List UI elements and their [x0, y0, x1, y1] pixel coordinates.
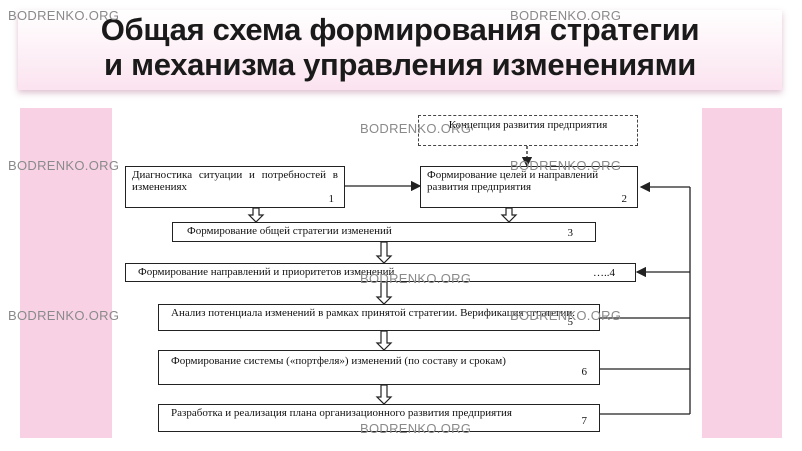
- watermark: BODRENKO.ORG: [510, 308, 622, 323]
- watermark: BODRENKO.ORG: [8, 8, 120, 23]
- watermark: BODRENKO.ORG: [360, 121, 472, 136]
- pink-panel-right: [700, 108, 782, 438]
- box-portfolio-number: 6: [581, 366, 588, 378]
- watermark: BODRENKO.ORG: [510, 8, 622, 23]
- watermark: BODRENKO.ORG: [360, 421, 472, 436]
- watermark: BODRENKO.ORG: [8, 158, 120, 173]
- box-priorities: Формирование направлений и приоритетов и…: [125, 263, 636, 282]
- page-title: Общая схема формирования стратегии и мех…: [18, 12, 782, 82]
- hollow-arrow-1-3: [247, 207, 265, 223]
- box-concept: Концепция развития предприятия: [418, 115, 638, 146]
- box-diagnostics-number: 1: [328, 193, 335, 205]
- box-portfolio: Формирование системы («портфеля») измене…: [158, 350, 600, 385]
- hollow-arrow-3-4: [375, 241, 393, 264]
- box-goals: Формирование целей и направлений развити…: [420, 166, 638, 208]
- box-diagnostics-text: Диагностика ситуации и потребностей в из…: [132, 169, 338, 193]
- hollow-arrow-6-7: [375, 384, 393, 405]
- box-analysis-number: 5: [567, 316, 574, 328]
- box-plan: Разработка и реализация плана организаци…: [158, 404, 600, 432]
- box-priorities-text: Формирование направлений и приоритетов и…: [138, 266, 395, 278]
- watermark: BODRENKO.ORG: [510, 158, 622, 173]
- hollow-arrow-2-3: [500, 207, 518, 223]
- box-plan-text: Разработка и реализация плана организаци…: [171, 407, 512, 419]
- box-analysis-text: Анализ потенциала изменений в рамках при…: [171, 307, 575, 319]
- title-line-2: и механизма управления изменениями: [104, 47, 696, 82]
- watermark: BODRENKO.ORG: [8, 308, 120, 323]
- pink-panel-left: [20, 108, 115, 438]
- box-portfolio-text: Формирование системы («портфеля») измене…: [171, 355, 506, 367]
- box-general-strategy-number: 3: [567, 227, 574, 239]
- box-goals-text: Формирование целей и направлений развити…: [427, 169, 599, 193]
- box-analysis: Анализ потенциала изменений в рамках при…: [158, 304, 600, 331]
- box-priorities-number: …..4: [593, 267, 615, 279]
- box-goals-number: 2: [621, 193, 628, 205]
- hollow-arrow-4-5: [375, 281, 393, 305]
- title-line-1: Общая схема формирования стратегии: [100, 12, 700, 47]
- box-general-strategy-text: Формирование общей стратегии изменений: [187, 225, 392, 237]
- box-plan-number: 7: [581, 415, 588, 427]
- watermark: BODRENKO.ORG: [360, 271, 472, 286]
- title-band: [18, 10, 782, 90]
- box-concept-text: Концепция развития предприятия: [448, 119, 608, 131]
- box-general-strategy: Формирование общей стратегии изменений 3: [172, 222, 596, 242]
- box-diagnostics: Диагностика ситуации и потребностей в из…: [125, 166, 345, 208]
- hollow-arrow-5-6: [375, 330, 393, 351]
